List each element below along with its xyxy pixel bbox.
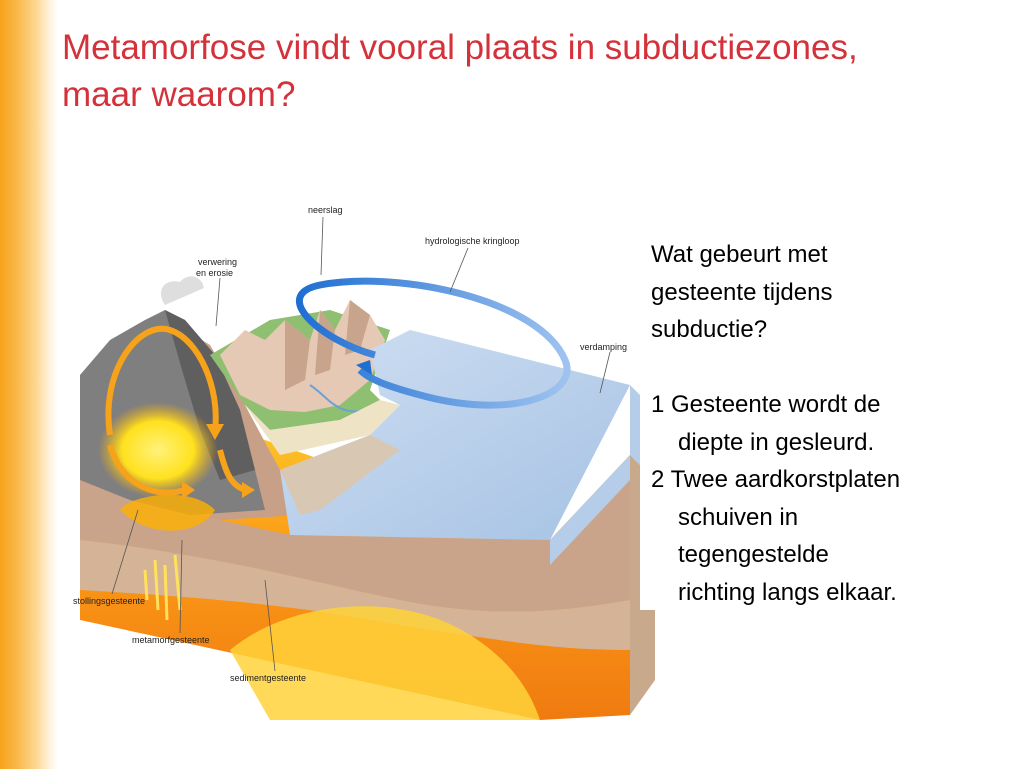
leader-hydrologische-kringloop (449, 247, 469, 293)
leader-stollingsgesteente (111, 509, 139, 595)
volcano-smoke (160, 276, 204, 305)
sea-front-edge (550, 455, 630, 565)
mountain-shadows (285, 300, 370, 390)
leader-verwering (215, 277, 221, 327)
decorative-side-bar (0, 0, 58, 769)
label-verdamping: verdamping (580, 342, 627, 352)
answer-1-line-1: 1 Gesteente wordt de (651, 391, 881, 418)
magma-chamber (230, 606, 540, 720)
question-line-1: Wat gebeurt met (651, 241, 828, 268)
label-stollingsgesteente: stollingsgesteente (73, 596, 145, 606)
leader-verdamping (599, 351, 611, 394)
trench-slope (280, 435, 400, 515)
volcano-shade (165, 310, 255, 480)
label-hydrologische-kringloop: hydrologische kringloop (425, 236, 520, 246)
rock-cycle-arrow-bottom (107, 444, 186, 496)
hydrologic-arrowhead (356, 360, 372, 375)
rock-cycle-diagram: neerslag hydrologische kringloop verweri… (70, 180, 660, 735)
magma-pool (120, 494, 215, 531)
label-verwering-line2: en erosie (196, 268, 233, 278)
rock-cycle-arrow-right (217, 449, 247, 493)
question-line-3: subductie? (651, 316, 768, 343)
answer-2-line-4: richting langs elkaar. (678, 578, 897, 606)
rock-cycle-arrowhead-2 (182, 481, 195, 499)
rock-cycle-arrowhead-3 (242, 482, 255, 498)
answer-2-line-2: schuiven in (678, 503, 799, 531)
answer-2-line-3: tegengestelde (678, 541, 829, 568)
explanation-box: Wat gebeurt met gesteente tijdens subduc… (640, 230, 1005, 610)
magma-glow (98, 402, 218, 498)
label-metamorfgesteente: metamorfgesteente (132, 635, 210, 645)
label-sedimentgesteente: sedimentgesteente (230, 673, 306, 683)
lava-dikes (143, 554, 182, 621)
oceanic-crust (80, 455, 630, 612)
slide-title: Metamorfose vindt vooral plaats in subdu… (62, 24, 1012, 118)
slide-title-line-2: maar waarom? (62, 75, 296, 114)
lithosphere-layer (80, 540, 630, 650)
leader-sedimentgesteente (264, 579, 276, 672)
answer-2-line-1: 2 Twee aardkorstplaten (651, 466, 901, 493)
rock-cycle-arrow-left (105, 325, 219, 436)
question-line-2: gesteente tijdens (651, 278, 833, 306)
label-neerslag: neerslag (308, 205, 343, 215)
rock-cycle-arrowhead-1 (206, 424, 224, 440)
ocean-surface (280, 330, 630, 540)
slide-title-line-1: Metamorfose vindt vooral plaats in subdu… (62, 28, 858, 67)
leader-neerslag (320, 216, 324, 276)
hydrologic-cycle-arrow (295, 277, 571, 409)
label-verwering-line1: verwering (198, 257, 237, 267)
spacer (651, 349, 996, 387)
answer-1-line-2: diepte in gesleurd. (678, 428, 875, 456)
coastal-sediment (245, 400, 400, 455)
leader-metamorfgesteente (179, 539, 183, 634)
